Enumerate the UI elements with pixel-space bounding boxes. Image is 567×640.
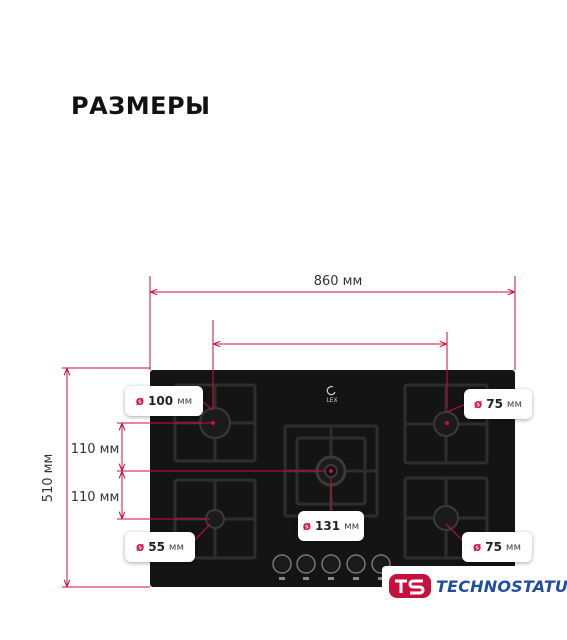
burner-right-bottom <box>433 505 459 531</box>
brand-logo <box>382 566 562 606</box>
spacing-bottom-label: 110 мм <box>71 490 120 505</box>
spacing-top-label: 110 мм <box>71 442 120 457</box>
control-knobs <box>272 554 391 574</box>
lex-logo-icon <box>326 386 336 396</box>
product-logo: LEX <box>326 397 337 404</box>
page-title: РАЗМЕРЫ <box>71 92 211 120</box>
technostatus-logo-icon <box>389 574 431 598</box>
depth-label: 510 мм <box>41 454 56 503</box>
brand-name: TECHNOSTATUS <box>436 577 567 596</box>
width-label: 860 мм <box>314 274 363 289</box>
